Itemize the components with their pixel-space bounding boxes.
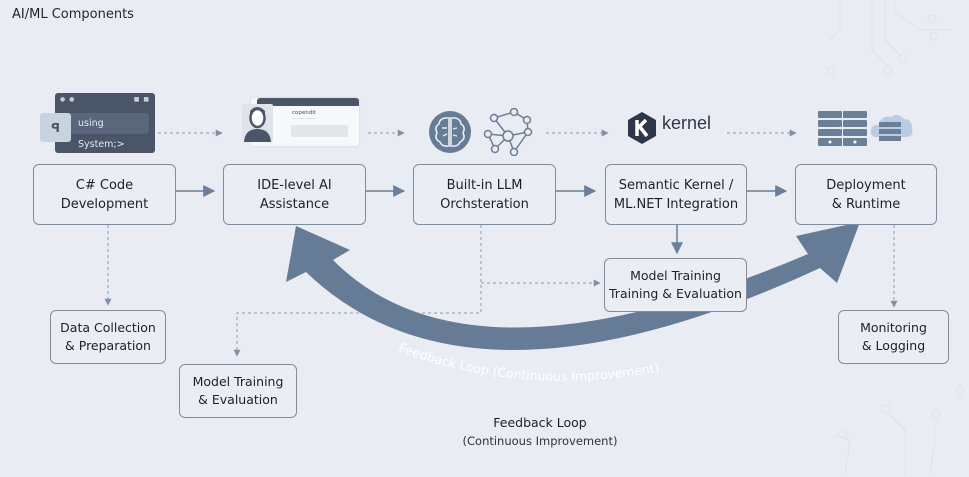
cloud-icon: [870, 114, 913, 141]
node-data-collection[interactable]: Data Collection & Preparation: [50, 310, 166, 364]
network-graph-icon: [483, 108, 533, 156]
stage-csharp-code-development[interactable]: C# Code Development: [33, 164, 176, 225]
node-model-training-mid[interactable]: Model Training Training & Evaluation: [604, 258, 747, 312]
stage-semantic-kernel-mlnet[interactable]: Semantic Kernel / ML.NET Integration: [605, 164, 747, 225]
avatar: [242, 104, 273, 142]
server-rack-icon: [818, 111, 867, 146]
circuit-decoration: [826, 0, 965, 476]
assistant-name: copendit: [292, 110, 316, 116]
kernel-logo-icon: [628, 112, 656, 144]
stage-llm-orchestration[interactable]: Built-in LLM Orchsteration: [413, 164, 556, 225]
stage-ide-ai-assistance[interactable]: IDE-level AI Assistance: [223, 164, 366, 225]
code-snippet: using System;>: [69, 113, 149, 150]
feedback-caption-subtitle: (Continuous Improvement): [462, 434, 618, 448]
stage-deployment-runtime[interactable]: Deployment & Runtime: [795, 164, 937, 225]
search-code-icon: ꟼ: [40, 113, 71, 142]
node-model-training-left[interactable]: Model Training & Evaluation: [179, 364, 297, 418]
page-title: AI/ML Components: [12, 7, 134, 22]
brain-icon: [429, 111, 471, 153]
llm-to-model-left-connector: [233, 225, 482, 357]
feedback-caption: Feedback Loop (Continuous Improvement): [440, 414, 640, 450]
feedback-loop-arc: Feedback Loop (Continuous Improvement): [286, 222, 860, 384]
feedback-caption-title: Feedback Loop: [493, 415, 587, 430]
node-monitoring-logging[interactable]: Monitoring & Logging: [838, 310, 949, 364]
server-cloud-icon: [818, 111, 913, 146]
brain-network-icon: [429, 108, 533, 156]
kernel-wordmark: kernel: [662, 113, 712, 133]
